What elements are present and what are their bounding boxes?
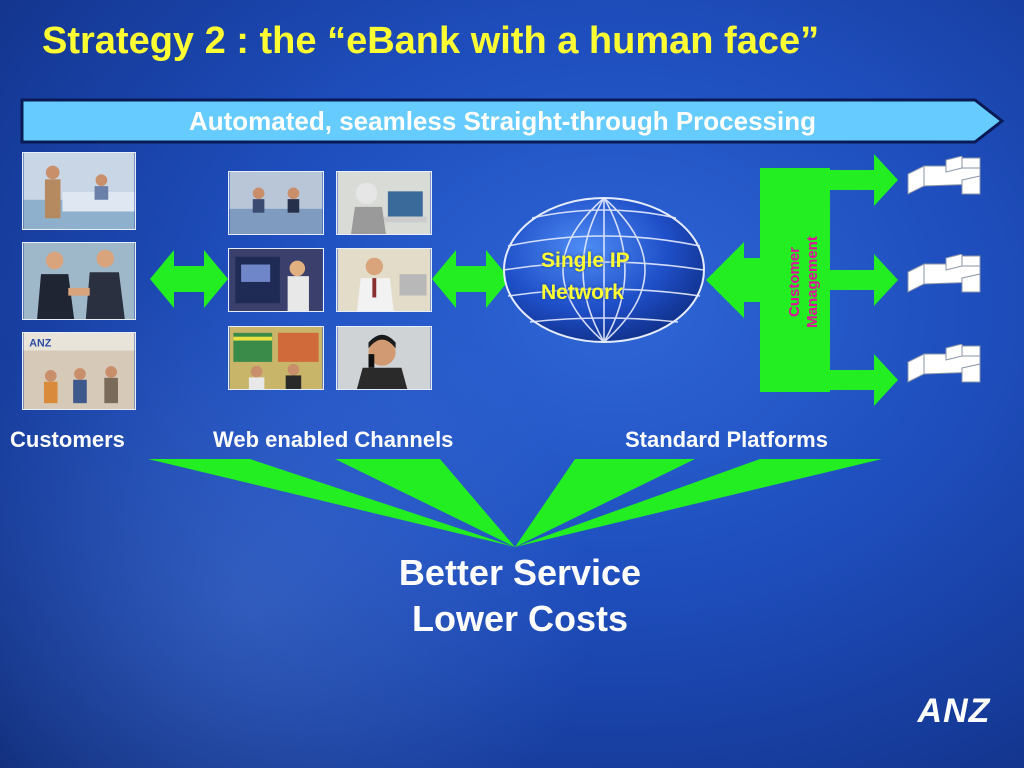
network-label: Single IP Network [541, 245, 630, 309]
outcome-line2: Lower Costs [411, 598, 629, 639]
outcome-line1: Better Service [398, 552, 642, 593]
branch-photo: ANZ [22, 332, 136, 410]
laptop-user-photo [336, 171, 432, 235]
outcome-text: Better Service Lower Costs [380, 550, 660, 642]
customer-management-bar [706, 154, 898, 406]
customer-management-label: Customer Management [786, 202, 826, 362]
banner-text: Automated, seamless Straight-through Pro… [188, 106, 816, 136]
atm-photo [228, 248, 324, 312]
handshake-photo [22, 242, 136, 320]
platforms-label: Standard Platforms [625, 427, 828, 452]
convergence-wedges [148, 459, 882, 547]
network-label-line1: Single IP [541, 249, 630, 272]
slide-title: Strategy 2 : the “eBank with a human fac… [42, 20, 820, 62]
svg-text:ANZ: ANZ [29, 338, 51, 350]
customer-management-line1: Customer [786, 247, 803, 318]
teller-photo [228, 171, 324, 235]
bank-counter-photo [22, 152, 136, 230]
store-photo [228, 326, 324, 390]
customers-label: Customers [10, 427, 125, 452]
process-banner-arrow [20, 98, 1005, 144]
customer-management-line2: Management [804, 236, 821, 328]
server-icon [907, 254, 981, 293]
anz-logo: ANZ [917, 692, 991, 730]
network-label-line2: Network [541, 281, 624, 304]
channels-label: Web enabled Channels [213, 427, 454, 452]
customers-channels-arrow [150, 250, 228, 308]
server-icon [907, 156, 981, 195]
channels-network-arrow [432, 250, 510, 308]
globe-icon [503, 197, 705, 343]
server-icon [907, 344, 981, 383]
phone-user-photo [336, 326, 432, 390]
desk-worker-photo [336, 248, 432, 312]
